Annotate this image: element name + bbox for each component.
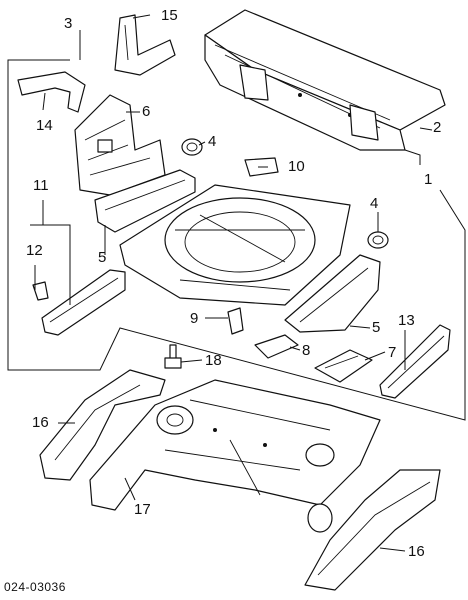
- callout-18: 18: [205, 352, 222, 369]
- side-panel-6: [74, 94, 166, 196]
- grommet-4-upper: [181, 138, 203, 156]
- sill-13: [379, 324, 451, 399]
- callout-5-right: 5: [372, 319, 381, 336]
- grommet-4-lower: [367, 231, 389, 249]
- bracket-15: [114, 14, 176, 76]
- callout-8: 8: [302, 342, 311, 359]
- callout-2: 2: [433, 119, 442, 136]
- group-outline: [7, 59, 466, 421]
- callout-14: 14: [36, 117, 53, 134]
- rear-crossmember: [204, 9, 446, 151]
- bolt-18: [164, 344, 182, 369]
- callout-17: 17: [134, 501, 151, 518]
- callout-6: 6: [142, 103, 151, 120]
- hook-14: [17, 71, 86, 113]
- callout-12: 12: [26, 242, 43, 259]
- subframe-17: [89, 379, 381, 533]
- callout-16-right: 16: [408, 543, 425, 560]
- bracket-9: [227, 307, 244, 335]
- sill-12: [41, 269, 126, 336]
- rail-5-left: [94, 169, 196, 233]
- callout-10: 10: [288, 158, 305, 175]
- diagram-code: 024-03036: [4, 580, 66, 594]
- callout-4-lower: 4: [370, 195, 379, 212]
- callout-7: 7: [388, 344, 397, 361]
- callout-4-upper: 4: [208, 133, 217, 150]
- callout-1: 1: [424, 171, 433, 188]
- callout-5-left: 5: [98, 249, 107, 266]
- callout-3: 3: [64, 15, 73, 32]
- clip-12: [32, 281, 49, 301]
- callout-13: 13: [398, 312, 415, 329]
- callout-11: 11: [33, 177, 49, 194]
- callout-15: 15: [161, 7, 178, 24]
- frame-rail-16-left: [39, 369, 166, 481]
- plate-8: [254, 334, 299, 359]
- floor-pan: [119, 184, 351, 306]
- callout-16-left: 16: [32, 414, 49, 431]
- rail-5-right: [284, 254, 381, 333]
- frame-rail-16-right: [304, 469, 441, 591]
- leader-lines: [30, 14, 433, 552]
- callout-9: 9: [190, 310, 199, 327]
- plate-7: [314, 349, 373, 383]
